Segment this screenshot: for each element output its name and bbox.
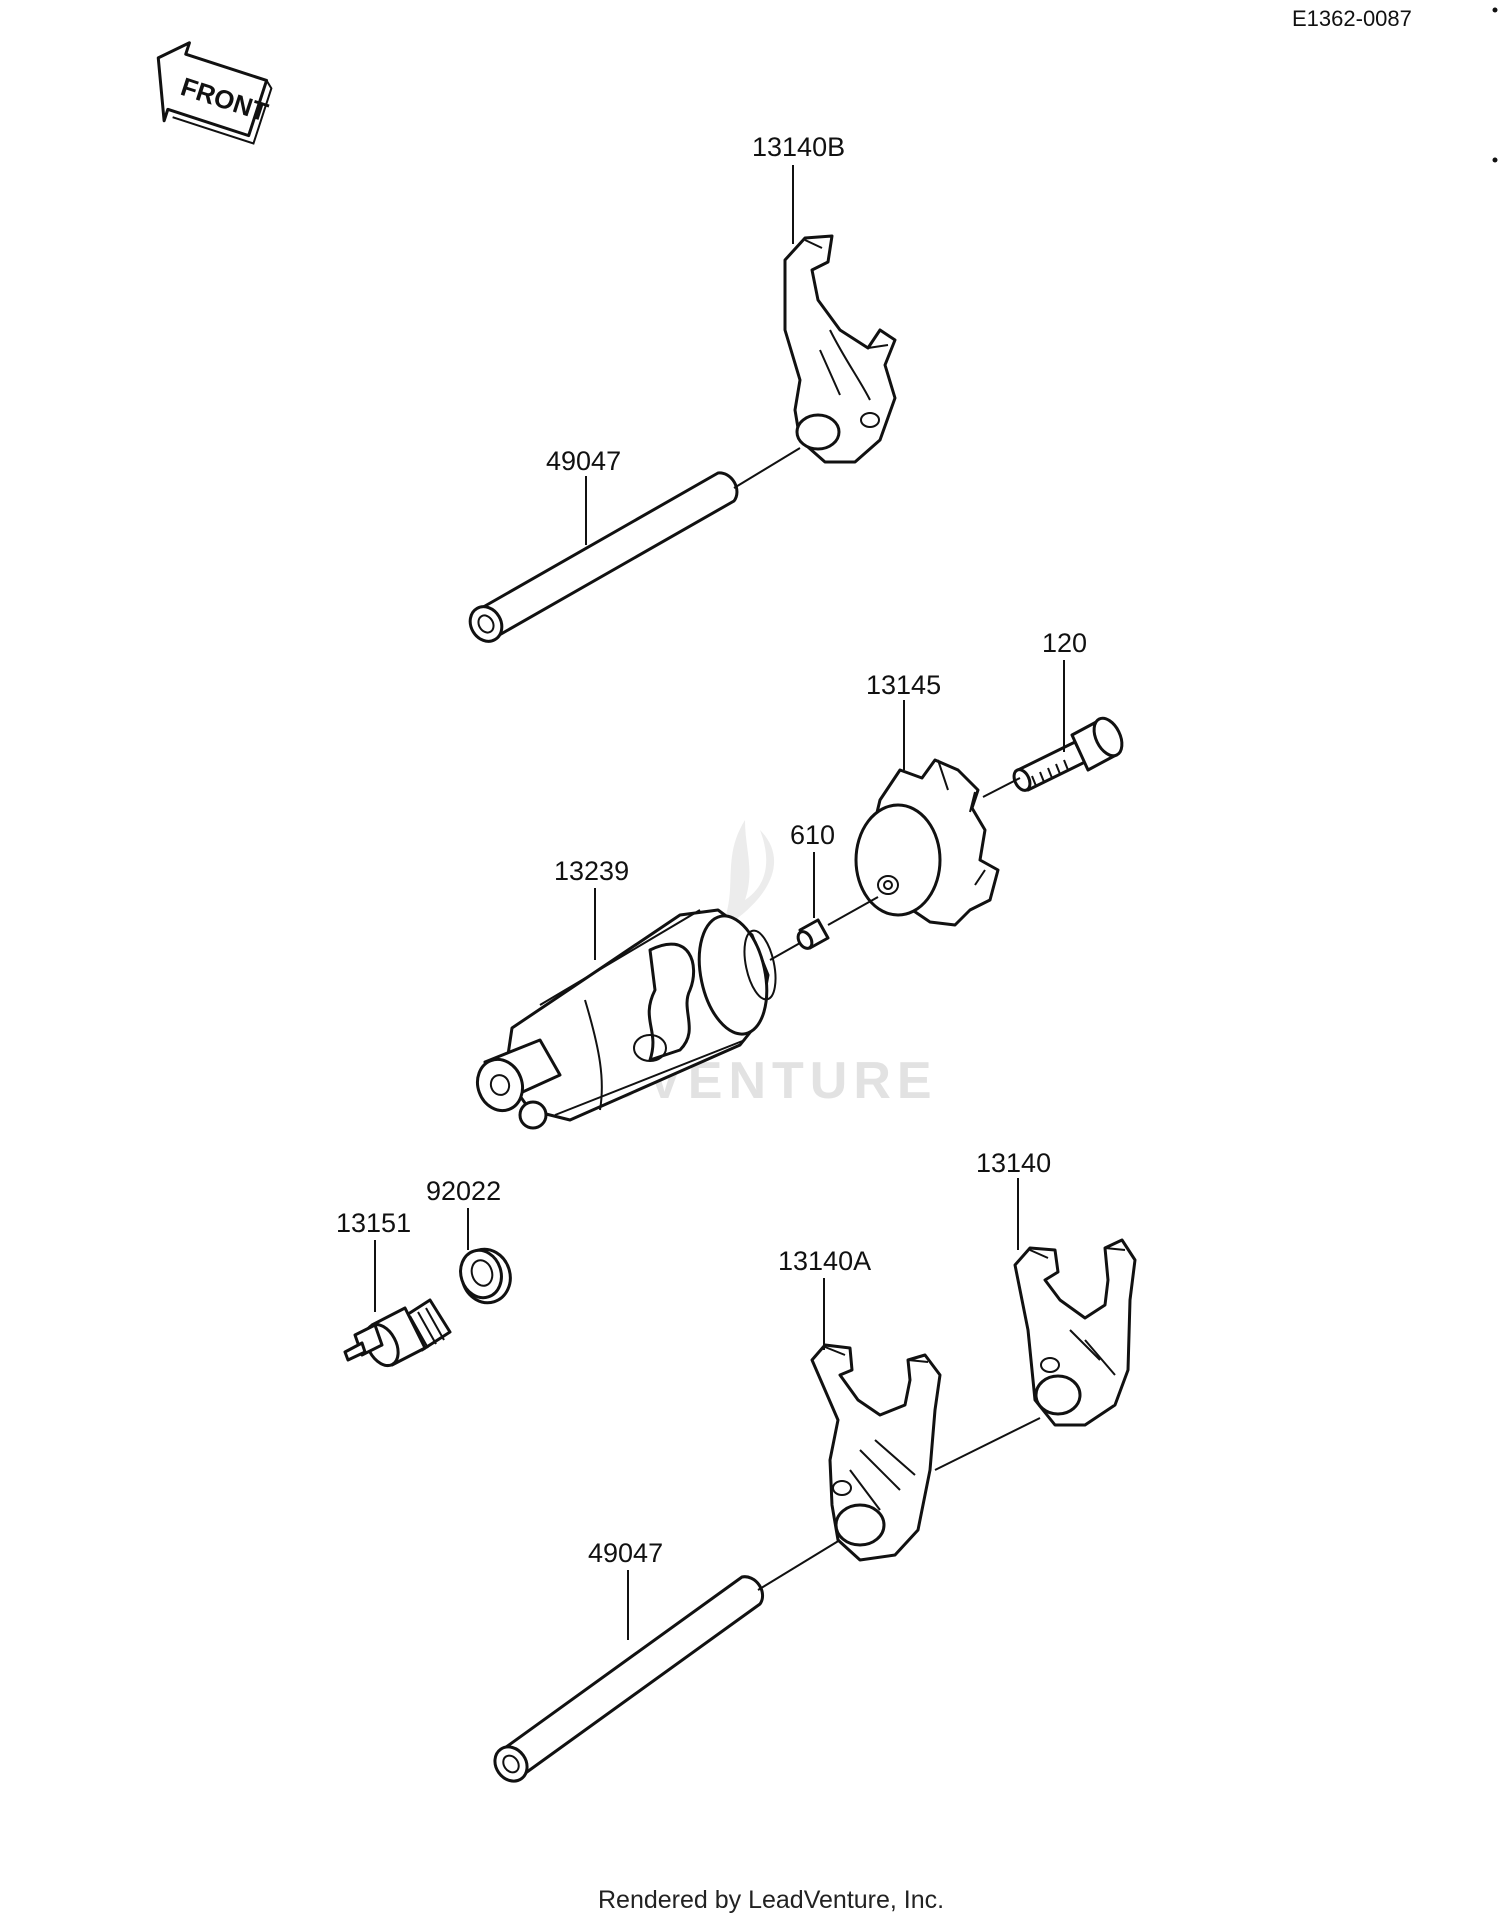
part-number-49047-lower: 49047 (588, 1538, 663, 1568)
part-number-13140a: 13140A (778, 1246, 871, 1276)
part-number-13140: 13140 (976, 1148, 1051, 1178)
part-number-13239: 13239 (554, 856, 629, 886)
front-arrow-icon: FRONT (156, 41, 273, 145)
footer-credit: Rendered by LeadVenture, Inc. (598, 1886, 944, 1914)
diagram-ref-code: E1362-0087 (1292, 6, 1412, 31)
washer-92022 (459, 1247, 512, 1305)
leader-line (733, 447, 801, 489)
shift-rod-lower (493, 1575, 765, 1783)
pin-610 (796, 918, 830, 950)
leader-line (934, 1417, 1041, 1471)
leader-line (982, 777, 1021, 798)
shift-drum-13239 (475, 908, 777, 1130)
shift-fork-13140a (810, 1343, 942, 1562)
part-number-92022: 92022 (426, 1176, 501, 1206)
flame-logo-icon (720, 820, 775, 930)
part-number-13140b: 13140B (752, 132, 845, 162)
leader-line (769, 942, 801, 961)
margin-dot (1492, 157, 1498, 163)
part-number-610: 610 (790, 820, 835, 850)
part-number-13151: 13151 (336, 1208, 411, 1238)
leader-line (757, 1539, 841, 1591)
part-number-49047-upper: 49047 (546, 446, 621, 476)
shift-rod-upper (468, 471, 739, 643)
part-number-13145: 13145 (866, 670, 941, 700)
neutral-switch-13151 (343, 1298, 452, 1368)
shift-fork-13140 (1013, 1238, 1137, 1427)
leader-line (827, 896, 879, 926)
shift-drum-cam-13145 (854, 758, 1000, 927)
part-number-120: 120 (1042, 628, 1087, 658)
shift-fork-13140b (783, 234, 897, 464)
bolt-120 (1012, 716, 1124, 792)
margin-dot (1492, 7, 1498, 13)
